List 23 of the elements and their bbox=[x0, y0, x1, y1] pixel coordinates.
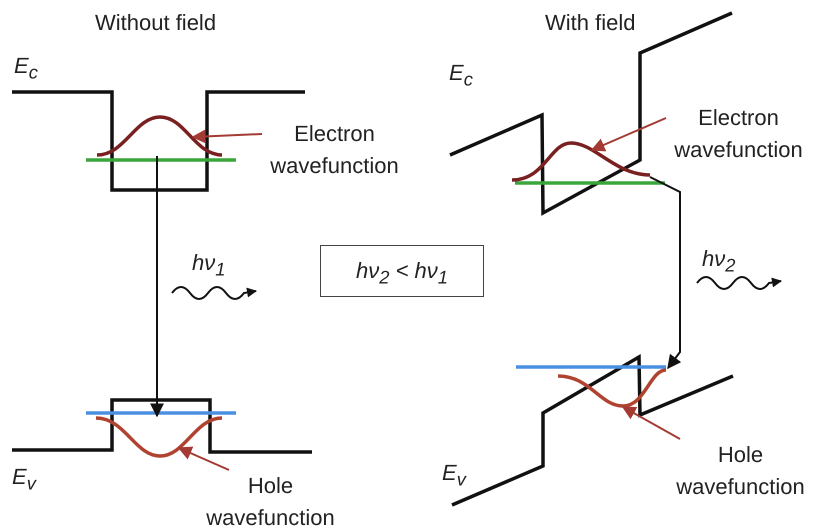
leader-line bbox=[622, 406, 680, 440]
wavefunction-curve bbox=[96, 416, 222, 458]
transition-arrow bbox=[650, 176, 682, 370]
leader-line bbox=[178, 446, 230, 471]
energy-label: E$_{c}$ bbox=[449, 60, 473, 92]
leader-line bbox=[192, 129, 262, 144]
callout-text: Electron wavefunction bbox=[666, 102, 811, 166]
formula-box: hν$_{2}$ < hν$_{1}$ bbox=[320, 245, 484, 297]
energy-label: E$_{c}$ bbox=[14, 53, 38, 84]
callout-text: Electron wavefunction bbox=[262, 118, 407, 182]
callout-text: Hole wavefunction bbox=[668, 439, 813, 503]
energy-label: E$_{v}$ bbox=[442, 460, 466, 492]
photon-energy-label: hν$_{2}$ bbox=[702, 246, 736, 278]
energy-label: E$_{v}$ bbox=[12, 464, 36, 496]
wavefunction-curve bbox=[558, 368, 666, 408]
panel-title: Without field bbox=[95, 10, 216, 36]
transition-arrow bbox=[150, 156, 164, 418]
callout-text: Hole wavefunction bbox=[198, 470, 343, 531]
leader-line bbox=[590, 117, 666, 152]
wavefunction-curve bbox=[96, 115, 222, 157]
panel-title: With field bbox=[545, 10, 636, 36]
wavefunction-curve bbox=[512, 141, 650, 182]
photon-energy-label: hν$_{1}$ bbox=[192, 250, 226, 282]
